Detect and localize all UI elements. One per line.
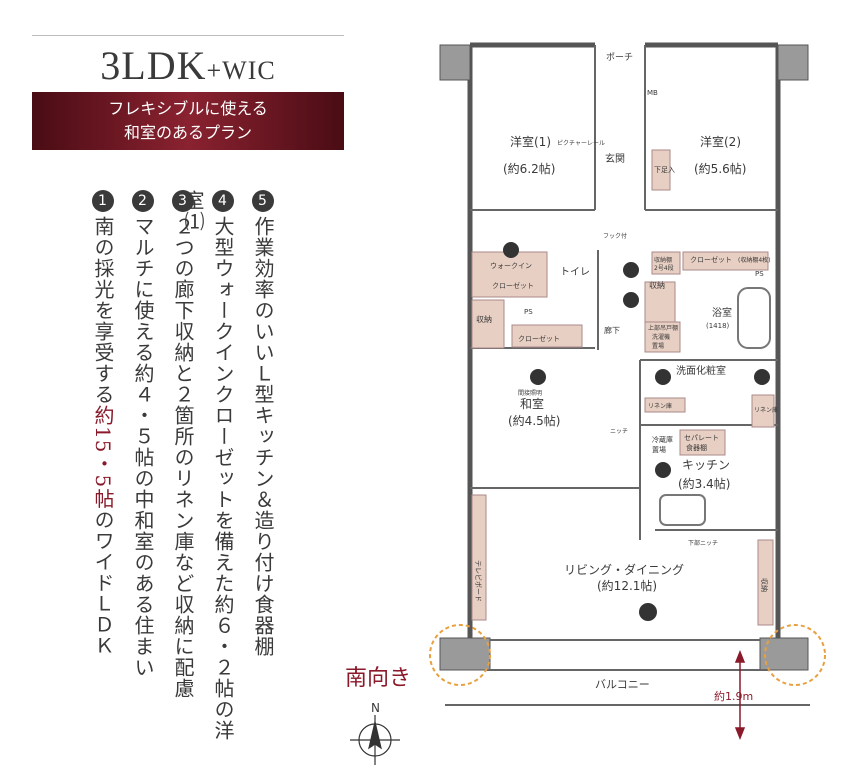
- label-ps-1: PS: [755, 270, 764, 278]
- label-tv-board: テレビボード: [474, 560, 483, 602]
- storage-areas: [471, 149, 775, 626]
- label-western1-size: (約6.2帖): [503, 161, 555, 176]
- interior-walls: [445, 45, 810, 706]
- feature-markers: [503, 242, 770, 621]
- label-hook: フック付: [603, 232, 627, 240]
- column-blocks: [439, 44, 809, 671]
- label-shelf-sub: 2号4段: [654, 264, 674, 272]
- label-living: リビング・ダイニング: [564, 562, 684, 577]
- label-japanese-size: (約4.5帖): [508, 413, 560, 428]
- label-balcony: バルコニー: [595, 678, 650, 691]
- label-upper-storage: 上部吊戸棚: [648, 324, 678, 332]
- label-living-size: (約12.1帖): [597, 578, 657, 593]
- label-washroom: 洗面化粧室: [676, 364, 726, 377]
- label-depth: 約1.9m: [714, 689, 753, 703]
- label-lighting: 間接照明: [518, 389, 542, 397]
- label-fridge: 冷蔵庫: [652, 435, 673, 444]
- label-storage-ld: 収納: [760, 578, 769, 592]
- label-ps-2: PS: [524, 308, 533, 316]
- label-linen-2: リネン庫: [754, 406, 778, 414]
- walls: [467, 42, 781, 640]
- label-shelf: 収納棚: [654, 256, 672, 264]
- feature-5: 5作業効率のいいＬ型キッチン＆造り付け食器棚: [248, 190, 278, 657]
- label-corridor: 廊下: [604, 325, 620, 335]
- label-dish: 食器棚: [686, 443, 707, 452]
- depth-arrow: [734, 649, 746, 741]
- title-suffix: +WIC: [206, 56, 276, 85]
- label-closet-2: クローゼット: [518, 334, 560, 343]
- top-rule: [32, 35, 344, 36]
- label-closet-1: クローゼット: [690, 255, 732, 264]
- label-western2: 洋室(2): [700, 134, 741, 149]
- compass-icon: [350, 715, 400, 765]
- label-bath-size: (1418): [706, 322, 730, 330]
- label-washer-place: 置場: [652, 342, 664, 350]
- title-main: 3LDK: [100, 43, 207, 88]
- label-fridge-place: 置場: [652, 445, 666, 454]
- label-storage4: (収納棚4枚): [738, 256, 771, 264]
- kitchen-sink: [659, 494, 706, 526]
- banner-line-2: 和室のあるプラン: [123, 123, 252, 142]
- bathtub: [737, 287, 771, 349]
- label-japanese: 和室: [520, 396, 544, 411]
- plan-title: 3LDK+WIC: [32, 42, 344, 89]
- orientation-label: 南向き: [345, 666, 412, 691]
- label-shoe: 下足入: [654, 166, 675, 174]
- label-storage-1: 収納: [649, 280, 665, 290]
- compass-north: N: [371, 701, 380, 715]
- label-entrance: 玄関: [605, 152, 625, 165]
- banner-line-1: フレキシブルに使える: [108, 99, 268, 118]
- feature-3: 3２つの廊下収納と２箇所のリネン庫など収納に配慮: [168, 190, 198, 699]
- label-wic: ウォークイン: [490, 262, 532, 270]
- label-western2-size: (約5.6帖): [694, 161, 746, 176]
- label-niche: ニッチ: [610, 428, 628, 435]
- feature-1: 1南の採光を享受する約15・5帖のワイドＬＤＫ: [88, 190, 118, 656]
- label-bath: 浴室: [712, 306, 732, 319]
- label-toilet: トイレ: [560, 267, 590, 278]
- label-porch: ポーチ: [606, 52, 633, 63]
- label-picture-rail: ピクチャーレール: [557, 140, 605, 147]
- feature-2: 2マルチに使える約４・５帖の中和室のある住まい: [128, 190, 158, 678]
- corner-highlights: [429, 624, 826, 686]
- label-storage-2: 収納: [476, 314, 492, 324]
- label-linen-1: リネン庫: [648, 402, 672, 410]
- label-mb: MB: [647, 89, 658, 97]
- label-washer: 洗濯機: [652, 333, 670, 341]
- feature-list: 5作業効率のいいＬ型キッチン＆造り付け食器棚 4大型ウォークインクローゼットを備…: [88, 190, 278, 750]
- label-wic2: クローゼット: [492, 281, 534, 290]
- label-western1: 洋室(1): [510, 134, 551, 149]
- label-lower-niche: 下部ニッチ: [688, 539, 718, 547]
- label-separate: セパレート: [684, 434, 719, 442]
- plan-banner: フレキシブルに使える 和室のあるプラン: [32, 92, 344, 150]
- label-kitchen: キッチン: [682, 458, 730, 472]
- label-kitchen-size: (約3.4帖): [678, 476, 730, 491]
